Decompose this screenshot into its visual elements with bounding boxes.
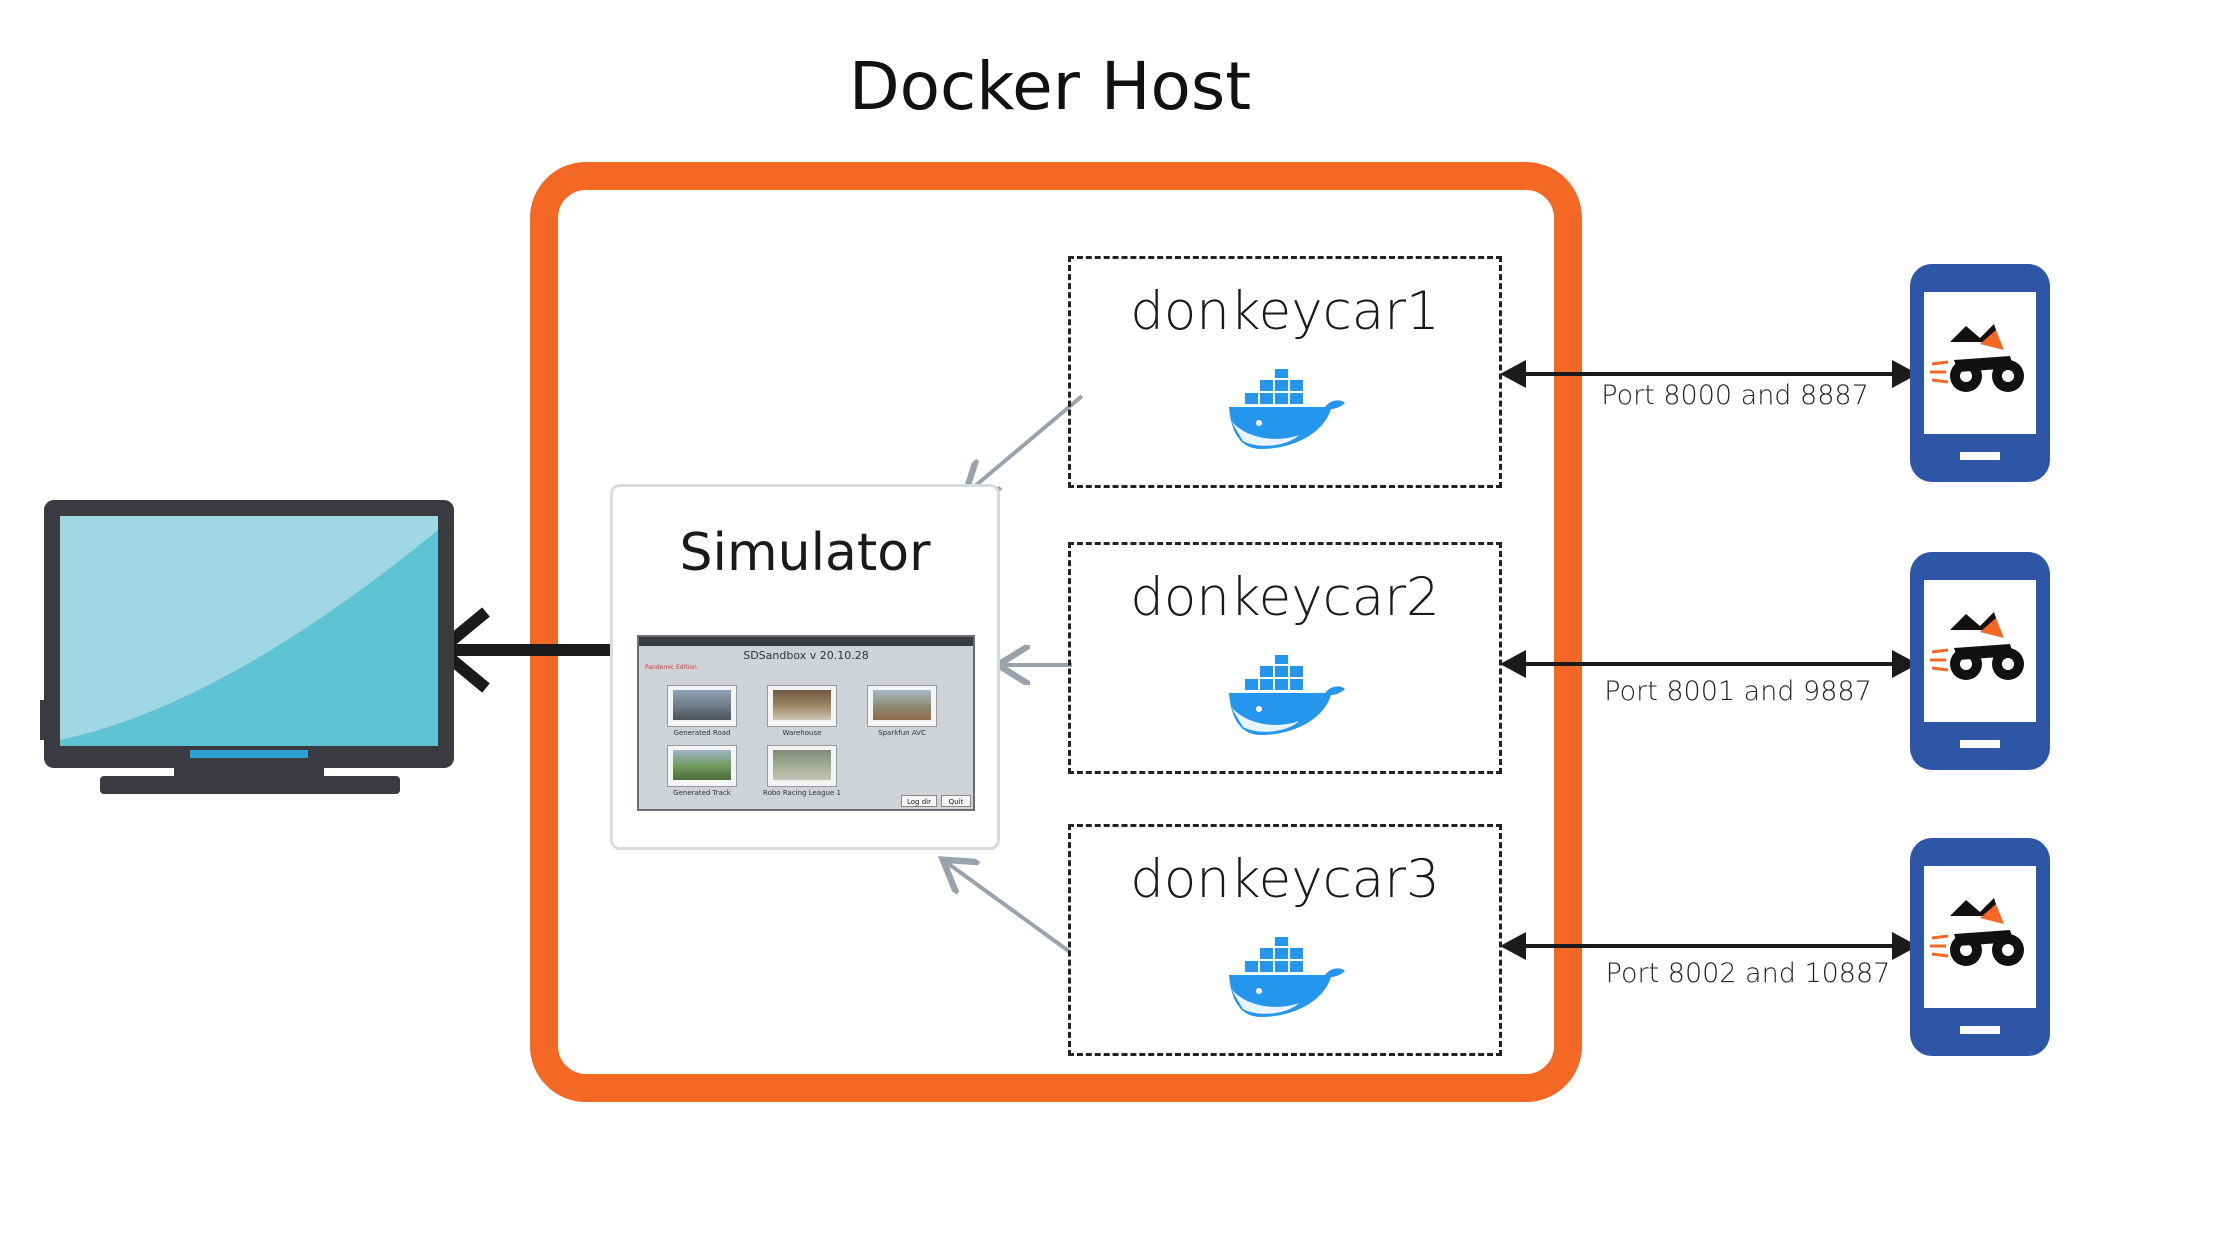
container-label: donkeycar2 xyxy=(1130,567,1440,628)
docker-whale-icon xyxy=(1229,937,1345,1017)
port-label-2: Port 8001 and 9887 xyxy=(1604,676,1872,707)
port-arrow-2 xyxy=(1500,650,1918,678)
container-donkeycar2: donkeycar2 xyxy=(1068,542,1502,774)
port-label-3: Port 8002 and 10887 xyxy=(1605,958,1891,989)
phone-icon xyxy=(1910,838,2050,1056)
simulator-version: SDSandbox v 20.10.28 xyxy=(743,649,869,662)
container-donkeycar1: donkeycar1 xyxy=(1068,256,1502,488)
donkey-logo-icon xyxy=(1930,898,2024,966)
track-thumb-generated-road[interactable] xyxy=(667,685,737,727)
arrow-container3-to-simulator xyxy=(946,862,1072,954)
port-arrow-3 xyxy=(1500,932,1918,960)
container-label: donkeycar3 xyxy=(1130,849,1440,910)
quit-button[interactable]: Quit xyxy=(941,795,971,807)
track-thumb-robo-racing-league[interactable] xyxy=(767,745,837,787)
track-thumb-generated-track[interactable] xyxy=(667,745,737,787)
track-caption: Sparkfun AVC xyxy=(878,729,926,737)
track-thumb-sparkfun-avc[interactable] xyxy=(867,685,937,727)
track-caption: Generated Track xyxy=(673,789,731,797)
arrow-container1-to-simulator xyxy=(968,394,1084,492)
track-caption: Warehouse xyxy=(782,729,822,737)
track-caption: Robo Racing League 1 xyxy=(763,789,841,797)
port-label-1: Port 8000 and 8887 xyxy=(1601,380,1869,411)
simulator-box: Simulator SDSandbox v 20.10.28 Pandemic … xyxy=(610,484,1000,850)
donkey-logo-icon xyxy=(1930,324,2024,392)
container-donkeycar3: donkeycar3 xyxy=(1068,824,1502,1056)
docker-whale-icon xyxy=(1229,369,1345,449)
simulator-window-screenshot: SDSandbox v 20.10.28 Pandemic Edition Ge… xyxy=(637,635,975,811)
simulator-edition: Pandemic Edition xyxy=(645,664,697,671)
docker-whale-icon xyxy=(1229,655,1345,735)
docker-host-frame xyxy=(530,162,1582,1102)
log-dir-button[interactable]: Log dir xyxy=(901,795,937,807)
simulator-label: Simulator xyxy=(679,523,931,583)
monitor-icon xyxy=(40,500,454,794)
phone-icon xyxy=(1910,264,2050,482)
container-label: donkeycar1 xyxy=(1130,281,1440,342)
phone-icon xyxy=(1910,552,2050,770)
port-arrow-1 xyxy=(1500,360,1918,388)
diagram-title: Docker Host xyxy=(848,48,1252,125)
track-caption: Generated Road xyxy=(673,729,731,737)
track-thumb-warehouse[interactable] xyxy=(767,685,837,727)
simulator-window-titlebar xyxy=(639,637,973,646)
donkey-logo-icon xyxy=(1930,612,2024,680)
